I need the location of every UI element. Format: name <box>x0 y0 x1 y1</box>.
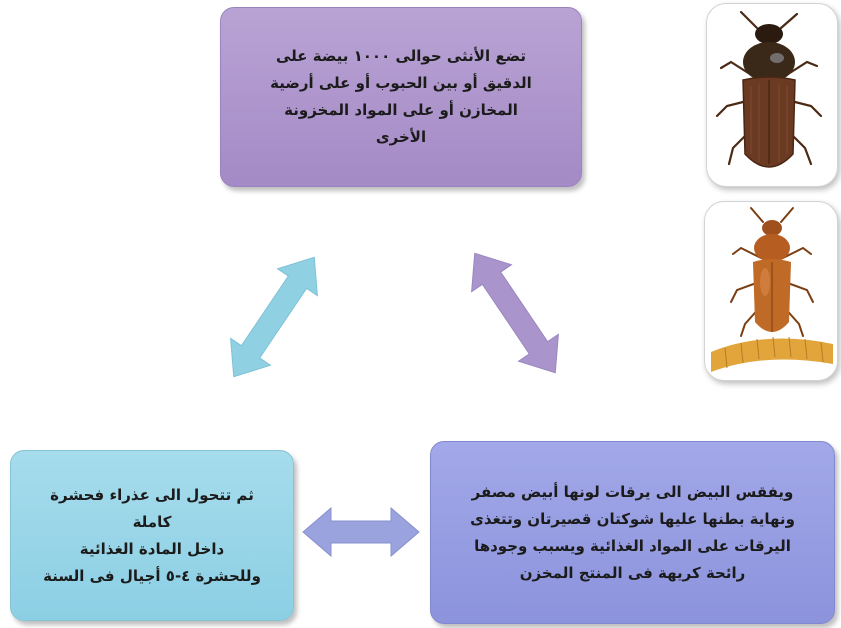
beetle-photo-2 <box>704 201 838 381</box>
egg-laying-box: تضع الأنثى حوالى ١٠٠٠ بيضة على الدقيق أو… <box>220 7 582 187</box>
red-beetle-and-larva-icon <box>711 207 833 372</box>
pupa-adult-stage-box: ثم تتحول الى عذراء فحشرة كاملة داخل الما… <box>10 450 294 621</box>
arrow-left-to-right <box>302 506 420 558</box>
dark-beetle-icon <box>715 10 823 168</box>
arrow-left-to-top <box>230 256 318 378</box>
arrow-top-to-right <box>471 252 559 374</box>
beetle-photo-1 <box>706 3 838 187</box>
larva-stage-box: ويفقس البيض الى يرقات لونها أبيض مصفر ون… <box>430 441 835 624</box>
